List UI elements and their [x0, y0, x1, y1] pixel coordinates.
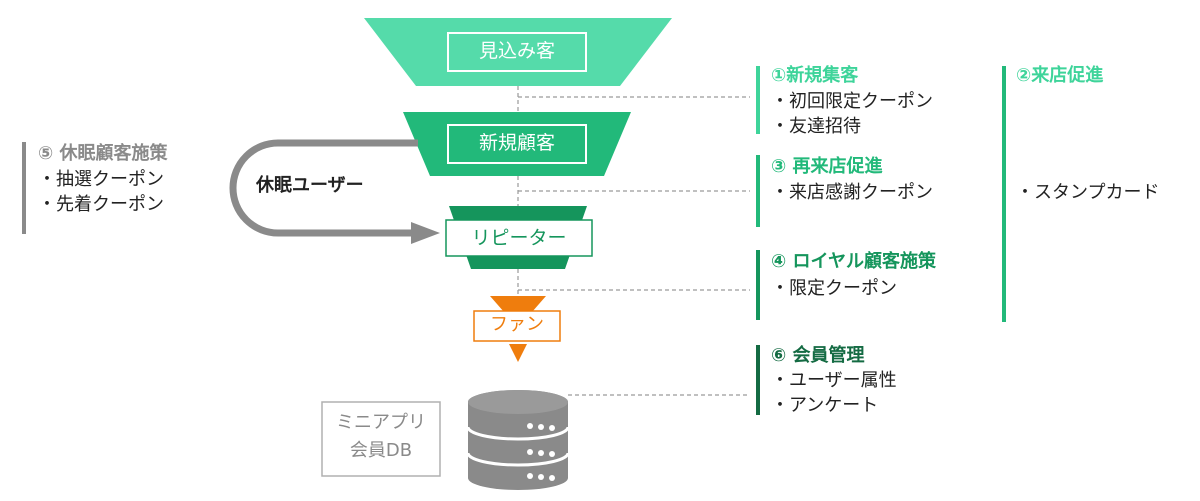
dashed-connectors	[517, 86, 750, 396]
section-bar-s2	[1002, 66, 1006, 322]
funnel-label-box-fans	[473, 310, 561, 342]
section-item: ・先着クーポン	[38, 194, 164, 215]
section-item: ・初回限定クーポン	[771, 91, 933, 112]
funnel-label-box-repeaters	[445, 219, 593, 257]
funnel-stage-fans	[490, 296, 546, 312]
section-title-new-acquisition: ①新規集客	[771, 65, 859, 86]
dormant-arrow-head-icon	[411, 222, 440, 244]
funnel-label-box-new-customers	[447, 124, 587, 164]
section-item: ・友達招待	[771, 116, 861, 137]
section-item: ・来店感謝クーポン	[771, 182, 933, 203]
dormant-loop-arrow	[229, 139, 418, 237]
section-item: ・ユーザー属性	[771, 370, 897, 391]
section-item: ・スタンプカード	[1016, 182, 1160, 203]
section-title-member-management: ⑥ 会員管理	[771, 345, 865, 366]
db-label-line2: 会員DB	[349, 440, 413, 461]
section-bar-s4	[756, 250, 760, 320]
section-item: ・抽選クーポン	[38, 169, 164, 190]
section-bar-s5	[22, 142, 26, 234]
funnel-label-repeaters: リピーター	[471, 227, 567, 249]
dormant-users-label: 休眠ユーザー	[256, 175, 364, 196]
section-title-visit-promotion: ②来店促進	[1016, 65, 1104, 86]
section-title-dormant-customers: ⑤ 休眠顧客施策	[38, 143, 168, 164]
section-title-loyal-customers: ④ ロイヤル顧客施策	[771, 251, 936, 272]
section-bar-s3	[756, 155, 760, 227]
funnel-label-new-customers: 新規顧客	[478, 132, 555, 154]
db-label-box	[321, 401, 441, 477]
section-item: ・限定クーポン	[771, 278, 897, 299]
database-icon	[466, 390, 570, 490]
section-item: ・アンケート	[771, 395, 879, 416]
section-bar-s6	[756, 345, 760, 415]
section-title-revisit-promotion: ③ 再来店促進	[771, 156, 883, 177]
funnel-label-fans: ファン	[490, 314, 544, 335]
fans-arrow-down-icon	[509, 344, 527, 362]
funnel-label-prospects: 見込み客	[478, 40, 555, 62]
db-label-line1: ミニアプリ	[336, 412, 426, 433]
section-bar-s1	[756, 66, 760, 134]
funnel-label-box-prospects	[447, 32, 587, 72]
